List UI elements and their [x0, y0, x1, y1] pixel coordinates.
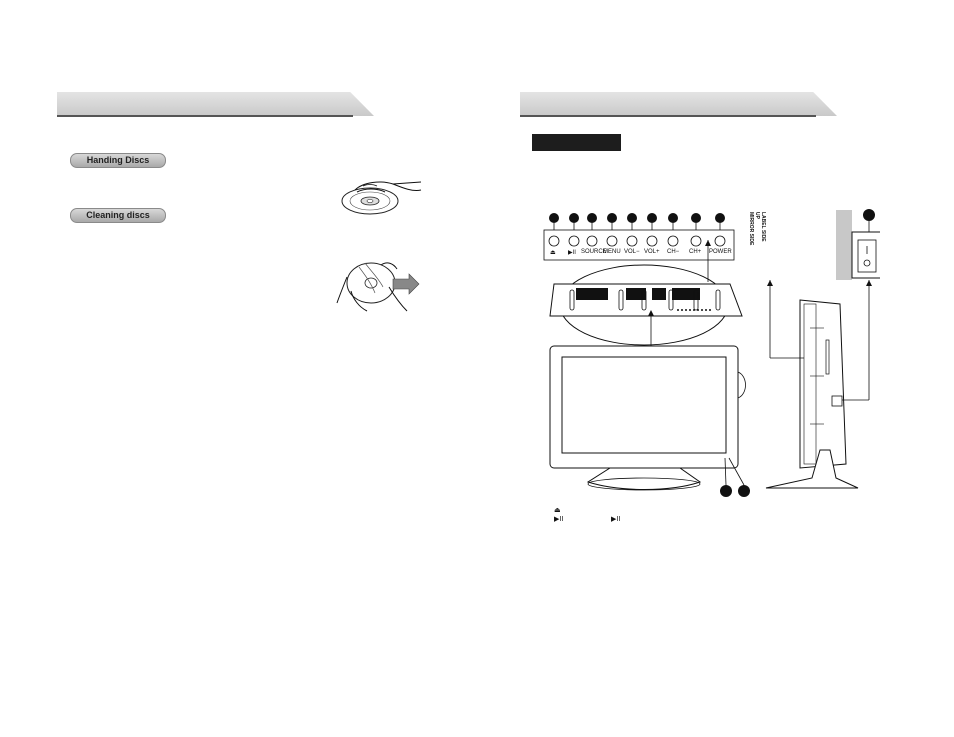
right-section-banner: [520, 92, 837, 116]
panel-button-label-vol-minus: VOL−: [624, 249, 640, 255]
handling-discs-pill: Handing Discs: [70, 153, 166, 168]
legend-play-glyph: ▶II: [554, 516, 564, 523]
panel-button-label-menu: MENU: [603, 249, 621, 255]
callout-markers: [549, 213, 725, 223]
right-banner-underline: [520, 115, 816, 117]
subsection-label: [532, 134, 621, 151]
left-section-banner: [57, 92, 374, 116]
disc-orientation-label: LABEL SIDE UP MIRROR SIDE: [748, 212, 766, 246]
tv-control-diagram: [543, 209, 880, 497]
panel-button-label-eject: ⏏: [550, 250, 556, 256]
panel-button-label-source: SOURCE: [581, 249, 607, 255]
panel-button-label-play: ▶II: [568, 250, 576, 256]
panel-button-label-ch-plus: CH+: [689, 249, 702, 255]
disc-cleaning-illustration: [336, 262, 420, 312]
disc-handling-illustration: [341, 181, 422, 215]
left-banner-underline: [57, 115, 353, 117]
legend-play-glyph-2: ▶II: [611, 516, 621, 523]
panel-button-label-ch-minus: CH−: [667, 249, 680, 255]
panel-button-label-power: POWER: [709, 249, 732, 255]
legend-eject-glyph: ⏏: [554, 507, 561, 514]
cleaning-discs-pill: Cleaning discs: [70, 208, 166, 223]
panel-button-label-vol-plus: VOL+: [644, 249, 660, 255]
